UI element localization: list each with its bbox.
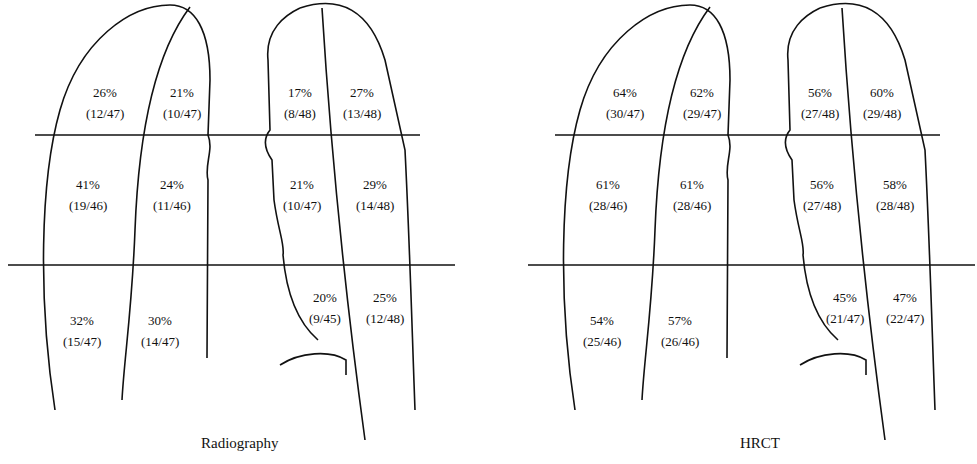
zone-percent: 58% bbox=[883, 177, 907, 193]
zone-percent: 21% bbox=[170, 85, 194, 101]
zone-percent: 21% bbox=[290, 177, 314, 193]
zone-percent: 57% bbox=[668, 313, 692, 329]
zone-count: (25/46) bbox=[583, 334, 621, 350]
zone-count: (9/45) bbox=[309, 311, 341, 327]
zone-count: (8/48) bbox=[284, 106, 316, 122]
zone-count: (30/47) bbox=[606, 106, 644, 122]
zone-count: (14/48) bbox=[356, 198, 394, 214]
zone-count: (28/46) bbox=[589, 198, 627, 214]
zone-percent: 64% bbox=[613, 85, 637, 101]
zone-count: (27/48) bbox=[803, 198, 841, 214]
zone-count: (12/47) bbox=[86, 106, 124, 122]
zone-count: (12/48) bbox=[366, 311, 404, 327]
figure-caption: Radiography bbox=[201, 434, 278, 452]
zone-count: (21/47) bbox=[826, 311, 864, 327]
zone-percent: 32% bbox=[70, 313, 94, 329]
zone-count: (28/46) bbox=[673, 198, 711, 214]
zone-count: (29/48) bbox=[863, 106, 901, 122]
zone-count: (10/47) bbox=[283, 198, 321, 214]
zone-percent: 25% bbox=[373, 290, 397, 306]
zone-percent: 27% bbox=[350, 85, 374, 101]
zone-percent: 29% bbox=[363, 177, 387, 193]
hrct-figure bbox=[528, 4, 975, 440]
zone-count: (28/48) bbox=[876, 198, 914, 214]
zone-count: (15/47) bbox=[63, 334, 101, 350]
zone-percent: 61% bbox=[596, 177, 620, 193]
zone-percent: 56% bbox=[808, 85, 832, 101]
zone-percent: 26% bbox=[93, 85, 117, 101]
zone-percent: 17% bbox=[288, 85, 312, 101]
zone-count: (22/47) bbox=[886, 311, 924, 327]
zone-count: (11/46) bbox=[153, 198, 191, 214]
zone-count: (27/48) bbox=[801, 106, 839, 122]
zone-percent: 30% bbox=[148, 313, 172, 329]
zone-count: (10/47) bbox=[163, 106, 201, 122]
zone-percent: 47% bbox=[893, 290, 917, 306]
zone-count: (29/47) bbox=[683, 106, 721, 122]
zone-percent: 56% bbox=[810, 177, 834, 193]
zone-count: (26/46) bbox=[661, 334, 699, 350]
radiography-figure bbox=[8, 4, 455, 440]
zone-percent: 61% bbox=[680, 177, 704, 193]
figure-caption: HRCT bbox=[740, 434, 780, 452]
zone-percent: 24% bbox=[160, 177, 184, 193]
zone-percent: 20% bbox=[313, 290, 337, 306]
zone-percent: 60% bbox=[870, 85, 894, 101]
zone-percent: 54% bbox=[590, 313, 614, 329]
zone-percent: 62% bbox=[690, 85, 714, 101]
zone-count: (19/46) bbox=[69, 198, 107, 214]
zone-count: (14/47) bbox=[141, 334, 179, 350]
zone-count: (13/48) bbox=[343, 106, 381, 122]
zone-percent: 45% bbox=[833, 290, 857, 306]
zone-percent: 41% bbox=[76, 177, 100, 193]
